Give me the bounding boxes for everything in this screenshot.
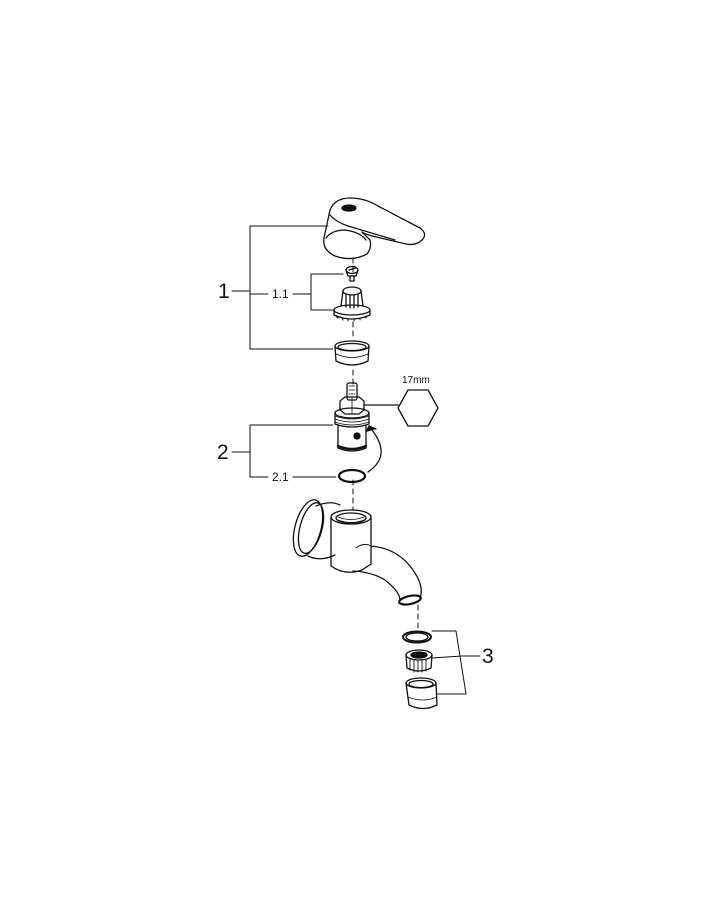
callout-2-1-label: 2.1 <box>272 470 289 484</box>
handle-lever-icon <box>323 197 426 260</box>
callout-2-label: 2 <box>217 441 229 464</box>
callout-1-1-label: 1.1 <box>272 287 289 301</box>
rotation-arrow-icon <box>365 425 382 473</box>
callout-3-label: 3 <box>482 645 494 668</box>
spline-adapter-icon <box>333 286 371 322</box>
cover-ring-icon <box>334 340 370 366</box>
screw-icon <box>345 265 359 282</box>
cartridge-icon <box>334 382 370 452</box>
hexagon-wrench-icon <box>363 389 439 427</box>
callout-leaders <box>231 225 481 695</box>
aerator-housing-icon <box>405 677 438 710</box>
callout-1-label: 1 <box>218 280 230 303</box>
aerator-washer-icon <box>402 630 432 644</box>
wrench-size-label: 17mm <box>402 375 430 386</box>
aerator-insert-icon <box>405 649 433 673</box>
faucet-body-icon <box>292 499 422 606</box>
o-ring-icon <box>337 468 367 484</box>
